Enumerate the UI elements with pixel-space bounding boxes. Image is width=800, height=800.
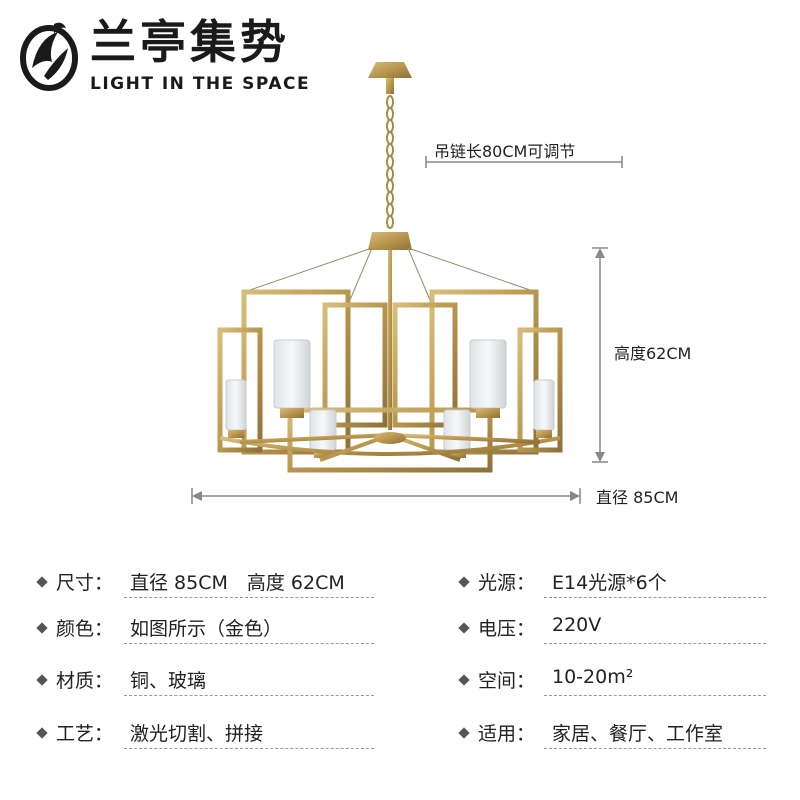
spec-label: 工艺： (56, 723, 114, 745)
spec-value: 家居、餐厅、工作室 (552, 723, 724, 745)
spec-value: 10-20m² (552, 666, 634, 688)
brand-name-en: LIGHT IN THE SPACE (90, 74, 311, 94)
divider (124, 748, 374, 749)
diamond-bullet-icon (458, 621, 470, 634)
spec-label: 颜色： (56, 618, 114, 640)
divider (544, 643, 766, 644)
chandelier-image (217, 62, 563, 473)
spec-label: 适用： (478, 723, 536, 745)
brand-logo-icon (20, 22, 78, 91)
spec-voltage: 电压： 220V (458, 614, 780, 644)
diamond-bullet-icon (36, 673, 48, 686)
diamond-bullet-icon (458, 575, 470, 588)
spec-label: 材质： (56, 670, 114, 692)
divider (124, 597, 374, 598)
spec-value: 激光切割、拼接 (130, 723, 264, 745)
spec-craft: 工艺： 激光切割、拼接 (36, 719, 378, 749)
spec-label: 光源： (478, 572, 536, 594)
divider (124, 695, 374, 696)
spec-label: 空间： (478, 670, 536, 692)
height-label: 高度62CM (614, 344, 692, 363)
diamond-bullet-icon (36, 726, 48, 739)
diameter-dimension-line (191, 488, 581, 504)
spec-size: 尺寸： 直径 85CM 高度 62CM (36, 568, 378, 598)
diamond-bullet-icon (36, 621, 48, 634)
spec-color: 颜色： 如图所示（金色） (36, 614, 378, 644)
diamond-bullet-icon (458, 673, 470, 686)
diamond-bullet-icon (36, 575, 48, 588)
spec-value: 铜、玻璃 (130, 670, 207, 692)
divider (544, 748, 766, 749)
spec-material: 材质： 铜、玻璃 (36, 666, 378, 696)
diameter-label: 直径 85CM (596, 488, 679, 507)
chain-dimension-line (425, 156, 623, 168)
spec-value: E14光源*6个 (552, 572, 667, 594)
brand-name-cn: 兰亭集势 (90, 15, 290, 69)
spec-usage: 适用： 家居、餐厅、工作室 (458, 719, 780, 749)
spec-space: 空间： 10-20m² (458, 666, 780, 696)
diamond-bullet-icon (458, 726, 470, 739)
spec-value: 直径 85CM 高度 62CM (130, 572, 345, 594)
spec-value: 220V (552, 614, 602, 636)
spec-label: 尺寸： (56, 572, 114, 594)
height-dimension-line (592, 247, 608, 463)
spec-light-source: 光源： E14光源*6个 (458, 568, 780, 598)
chain-length-label: 吊链长80CM可调节 (434, 142, 576, 161)
spec-label: 电压： (478, 618, 536, 640)
divider (544, 597, 766, 598)
divider (124, 643, 374, 644)
divider (544, 695, 766, 696)
spec-value: 如图所示（金色） (130, 618, 283, 640)
